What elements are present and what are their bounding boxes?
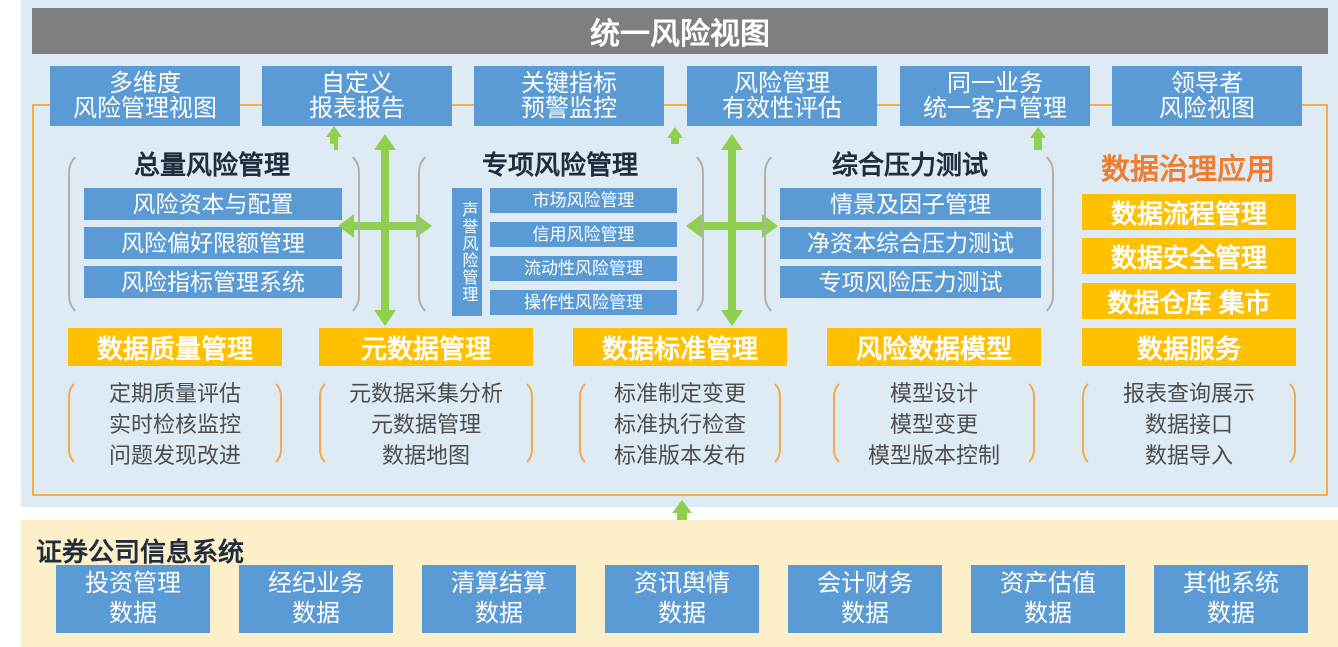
list-item: 定期质量评估 — [108, 381, 241, 406]
total-risk-item[interactable]: 风险资本与配置 — [84, 188, 342, 220]
data-quality-title[interactable]: 数据质量管理 — [68, 328, 282, 366]
system-box-other[interactable]: 其他系统 数据 — [1154, 565, 1308, 633]
list-item: 数据接口 — [1144, 412, 1233, 437]
unified-risk-view-title: 统一风险视图 — [32, 8, 1328, 54]
view-box-leader[interactable]: 领导者 风险视图 — [1112, 66, 1302, 126]
system-box-brokerage[interactable]: 经纪业务 数据 — [239, 565, 393, 633]
system-line2: 数据 — [109, 600, 157, 627]
view-line1: 同一业务 — [947, 69, 1043, 97]
view-box-multidimensional[interactable]: 多维度 风险管理视图 — [50, 66, 240, 126]
view-line2: 风险管理视图 — [73, 95, 217, 122]
system-line2: 数据 — [1207, 600, 1255, 627]
system-line1: 投资管理 — [85, 570, 181, 597]
view-line2: 风险视图 — [1159, 95, 1255, 122]
total-risk-title: 总量风险管理 — [90, 144, 334, 182]
system-line1: 经纪业务 — [268, 570, 364, 597]
special-risk-item[interactable]: 操作性风险管理 — [490, 290, 677, 315]
list-item: 问题发现改进 — [108, 443, 241, 468]
data-standard-bracket — [579, 378, 781, 468]
system-line1: 会计财务 — [817, 570, 913, 597]
up-arrow-icon — [667, 127, 683, 150]
system-line1: 资讯舆情 — [634, 570, 730, 597]
list-item: 模型版本控制 — [867, 443, 1000, 468]
data-service-list: 报表查询展示 数据接口 数据导入 — [1082, 378, 1296, 471]
stress-test-item[interactable]: 净资本综合压力测试 — [780, 227, 1041, 259]
view-line1: 关键指标 — [521, 69, 617, 97]
double-arrow-icon — [338, 134, 432, 326]
system-line2: 数据 — [1024, 600, 1072, 627]
system-line2: 数据 — [475, 600, 523, 627]
data-service-title[interactable]: 数据服务 — [1082, 328, 1296, 366]
system-box-accounting[interactable]: 会计财务 数据 — [788, 565, 942, 633]
data-standard-title[interactable]: 数据标准管理 — [573, 328, 787, 366]
double-arrow-icon — [686, 134, 778, 326]
data-quality-list: 定期质量评估 实时检核监控 问题发现改进 — [68, 378, 282, 471]
stress-test-item[interactable]: 专项风险压力测试 — [780, 266, 1041, 298]
governance-title: 数据治理应用 — [1100, 154, 1275, 186]
view-line1: 领导者 — [1171, 69, 1243, 97]
up-arrow-icon — [326, 126, 342, 150]
metadata-title[interactable]: 元数据管理 — [319, 328, 533, 366]
system-box-investment[interactable]: 投资管理 数据 — [56, 565, 210, 633]
view-line1: 自定义 — [321, 69, 393, 97]
metadata-list: 元数据采集分析 元数据管理 数据地图 — [319, 378, 533, 471]
risk-data-model-list: 模型设计 模型变更 模型版本控制 — [827, 378, 1041, 471]
risk-data-model-bracket — [833, 378, 1035, 468]
system-line2: 数据 — [658, 600, 706, 627]
list-item: 实时检核监控 — [108, 412, 241, 437]
up-arrow-icon — [1030, 127, 1046, 150]
view-box-kpi-alert[interactable]: 关键指标 预警监控 — [474, 66, 664, 126]
system-box-news[interactable]: 资讯舆情 数据 — [605, 565, 759, 633]
data-quality-bracket — [68, 378, 282, 468]
reputation-risk-box[interactable]: 声誉风险管理 — [452, 188, 482, 316]
list-item: 元数据采集分析 — [348, 381, 503, 406]
system-line1: 其他系统 — [1183, 570, 1279, 597]
list-item: 模型设计 — [889, 381, 978, 406]
list-item: 数据导入 — [1144, 443, 1233, 468]
data-service-bracket — [1082, 378, 1296, 468]
view-line2: 预警监控 — [521, 95, 617, 122]
special-risk-item[interactable]: 市场风险管理 — [490, 188, 677, 213]
view-box-customer[interactable]: 同一业务 统一客户管理 — [900, 66, 1090, 126]
stress-test-item[interactable]: 情景及因子管理 — [780, 188, 1041, 220]
view-line2: 报表报告 — [309, 95, 405, 122]
governance-item[interactable]: 数据安全管理 — [1082, 238, 1296, 274]
data-standard-list: 标准制定变更 标准执行检查 标准版本发布 — [573, 378, 787, 471]
metadata-bracket — [319, 378, 533, 468]
total-risk-bracket — [68, 150, 360, 318]
stress-test-bracket — [764, 150, 1054, 318]
list-item: 元数据管理 — [370, 412, 481, 437]
info-systems-title: 证券公司信息系统 — [36, 537, 245, 567]
system-line1: 资产估值 — [1000, 570, 1096, 597]
total-risk-item[interactable]: 风险指标管理系统 — [84, 266, 342, 298]
list-item: 数据地图 — [381, 443, 470, 468]
system-line2: 数据 — [292, 600, 340, 627]
list-item: 模型变更 — [889, 412, 978, 437]
system-line2: 数据 — [841, 600, 889, 627]
total-risk-item[interactable]: 风险偏好限额管理 — [84, 227, 342, 259]
special-risk-bracket — [418, 150, 704, 318]
view-line1: 多维度 — [109, 69, 181, 97]
system-box-valuation[interactable]: 资产估值 数据 — [971, 565, 1125, 633]
special-risk-item[interactable]: 流动性风险管理 — [490, 256, 677, 281]
list-item: 标准制定变更 — [613, 381, 746, 406]
list-item: 标准版本发布 — [613, 443, 746, 468]
risk-data-model-title[interactable]: 风险数据模型 — [827, 328, 1041, 366]
view-line1: 风险管理 — [734, 69, 830, 97]
list-item: 标准执行检查 — [613, 412, 746, 437]
governance-item[interactable]: 数据仓库 集市 — [1082, 283, 1296, 319]
system-line1: 清算结算 — [451, 570, 547, 597]
governance-item[interactable]: 数据流程管理 — [1082, 194, 1296, 230]
system-box-clearing[interactable]: 清算结算 数据 — [422, 565, 576, 633]
special-risk-item[interactable]: 信用风险管理 — [490, 222, 677, 247]
special-risk-title: 专项风险管理 — [440, 144, 680, 182]
view-line2: 统一客户管理 — [923, 95, 1067, 122]
view-box-custom-report[interactable]: 自定义 报表报告 — [262, 66, 452, 126]
view-box-effectiveness[interactable]: 风险管理 有效性评估 — [687, 66, 877, 126]
stress-test-title: 综合压力测试 — [790, 144, 1030, 182]
orange-frame — [32, 104, 1328, 496]
list-item: 报表查询展示 — [1122, 381, 1255, 406]
view-line2: 有效性评估 — [722, 95, 842, 122]
